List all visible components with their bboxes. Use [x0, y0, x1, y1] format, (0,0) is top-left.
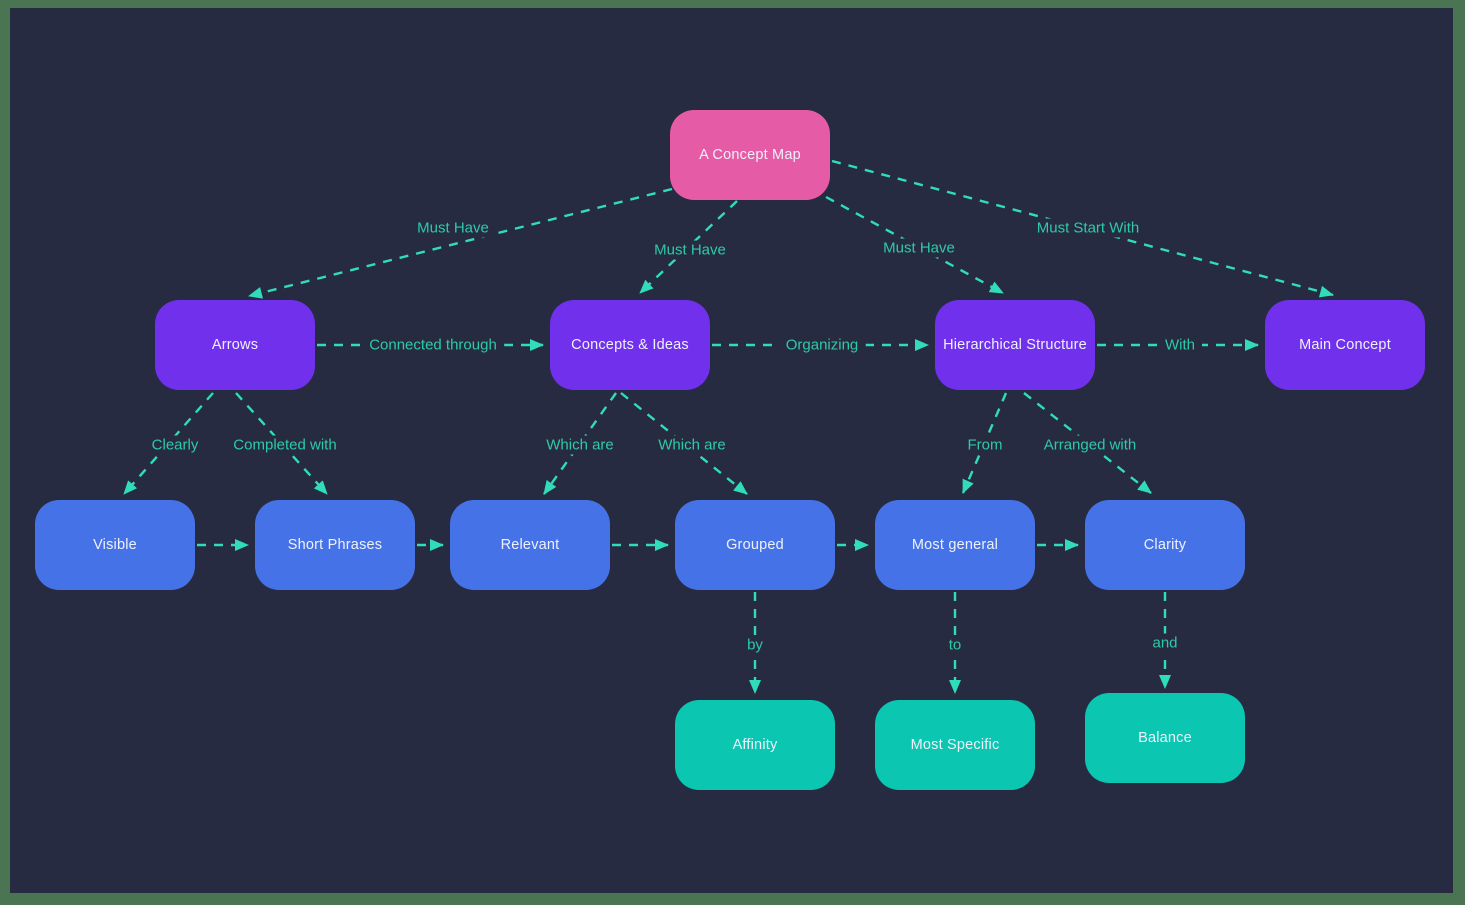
- edge-label-to: to: [941, 635, 969, 655]
- edge-label-and: and: [1145, 633, 1185, 653]
- node-main-concept[interactable]: Main Concept: [1265, 300, 1425, 390]
- edge-label-which-are-grouped: Which are: [651, 435, 733, 455]
- node-relevant[interactable]: Relevant: [450, 500, 610, 590]
- edge-label-clearly: Clearly: [144, 435, 206, 455]
- edge-label-from: From: [960, 435, 1010, 455]
- node-most-specific[interactable]: Most Specific: [875, 700, 1035, 790]
- node-grouped[interactable]: Grouped: [675, 500, 835, 590]
- node-balance[interactable]: Balance: [1085, 693, 1245, 783]
- node-clarity[interactable]: Clarity: [1085, 500, 1245, 590]
- edge-label-which-are-relevant: Which are: [539, 435, 621, 455]
- node-concepts-ideas[interactable]: Concepts & Ideas: [550, 300, 710, 390]
- edge-label-must-have-concepts: Must Have: [647, 240, 733, 260]
- node-arrows[interactable]: Arrows: [155, 300, 315, 390]
- edge-label-completed-with: Completed with: [226, 435, 344, 455]
- edge-label-must-start-with: Must Start With: [1029, 218, 1147, 238]
- node-most-general[interactable]: Most general: [875, 500, 1035, 590]
- edge-label-connected-through: Connected through: [362, 335, 504, 355]
- edge-label-must-have-hierarchical: Must Have: [876, 238, 962, 258]
- edge-label-arranged-with: Arranged with: [1036, 435, 1144, 455]
- edge-label-by: by: [740, 635, 770, 655]
- node-hierarchical-structure[interactable]: Hierarchical Structure: [935, 300, 1095, 390]
- node-short-phrases[interactable]: Short Phrases: [255, 500, 415, 590]
- edge-label-organizing: Organizing: [778, 335, 866, 355]
- node-visible[interactable]: Visible: [35, 500, 195, 590]
- edge-label-must-have-arrows: Must Have: [410, 218, 496, 238]
- node-affinity[interactable]: Affinity: [675, 700, 835, 790]
- node-a-concept-map[interactable]: A Concept Map: [670, 110, 830, 200]
- edge-label-with: With: [1158, 335, 1202, 355]
